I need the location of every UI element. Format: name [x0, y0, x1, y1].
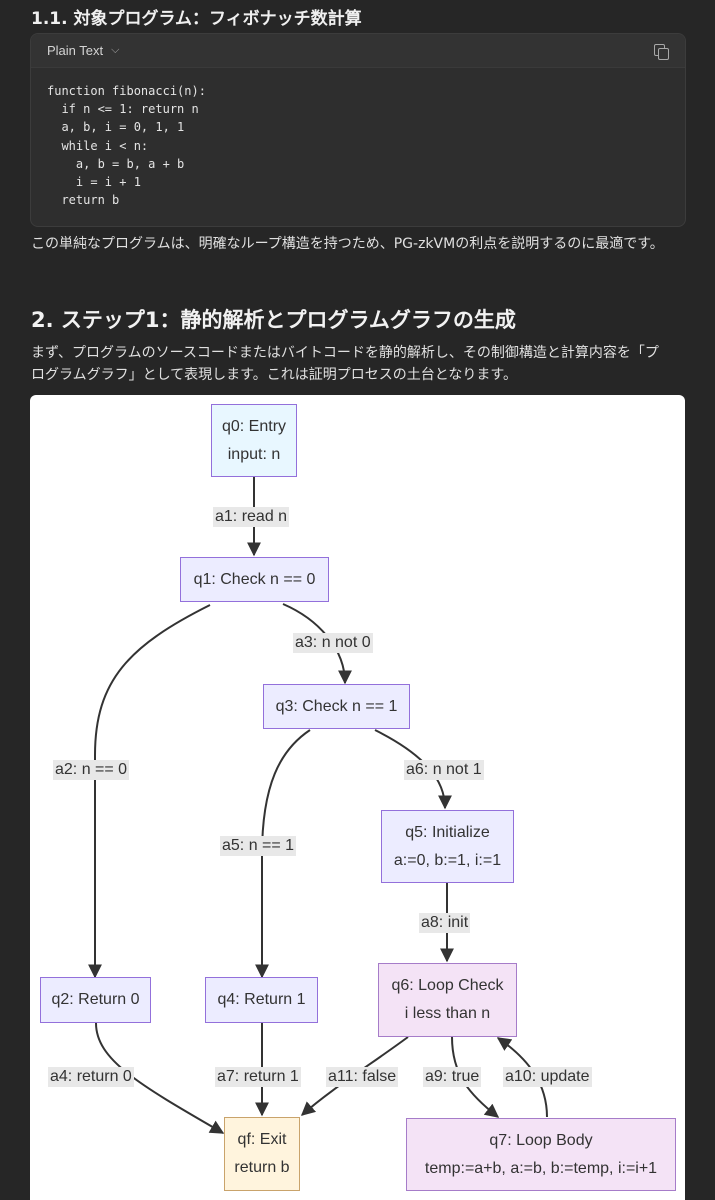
node-q3: q3: Check n == 1: [263, 684, 410, 729]
node-q6: q6: Loop Check i less than n: [378, 963, 517, 1037]
edge-label-a3: a3: n not 0: [293, 633, 373, 653]
node-q5-line2: a:=0, b:=1, i:=1: [393, 851, 502, 869]
section-title-2: 2. ステップ1：静的解析とプログラムグラフの生成: [31, 308, 516, 332]
copy-icon[interactable]: [653, 43, 669, 60]
edge-label-a7: a7: return 1: [215, 1067, 301, 1087]
node-qf-exit: qf: Exit return b: [224, 1117, 300, 1191]
node-qf-line2: return b: [234, 1159, 290, 1176]
intro-paragraph: この単純なプログラムは、明確なループ構造を持つため、PG-zkVMの利点を説明す…: [31, 236, 664, 252]
node-q7-line2: temp:=a+b, a:=b, b:=temp, i:=i+1: [424, 1159, 658, 1177]
node-q0-line1: q0: Entry: [221, 417, 287, 435]
node-q1-line1: q1: Check n == 0: [193, 570, 316, 588]
node-q2-line1: q2: Return 0: [51, 991, 140, 1008]
language-label: Plain Text: [47, 43, 104, 58]
node-q0-line2: input: n: [227, 445, 281, 463]
node-q5: q5: Initialize a:=0, b:=1, i:=1: [381, 810, 514, 883]
edge-a2: [88, 604, 211, 979]
node-q3-line1: q3: Check n == 1: [275, 697, 398, 715]
edge-label-a6: a6: n not 1: [404, 760, 484, 780]
edge-label-a5: a5: n == 1: [220, 836, 297, 856]
chevron-down-icon: ⌵: [111, 44, 120, 56]
edge-label-a2: a2: n == 0: [53, 760, 130, 780]
program-graph-diagram: q0: Entry input: n q1: Check n == 0 q3: …: [30, 395, 685, 1200]
node-q6-line1: q6: Loop Check: [391, 977, 504, 994]
edge-label-a8: a8: init: [419, 913, 471, 933]
node-qf-line1: qf: Exit: [237, 1131, 287, 1148]
node-q4-line1: q4: Return 1: [217, 991, 306, 1008]
code-content: function fibonacci(n): if n <= 1: return…: [47, 84, 206, 208]
node-q7: q7: Loop Body temp:=a+b, a:=b, b:=temp, …: [406, 1118, 676, 1191]
language-selector[interactable]: Plain Text ⌵: [47, 43, 119, 58]
node-q2: q2: Return 0: [40, 977, 151, 1023]
node-q7-line1: q7: Loop Body: [489, 1131, 593, 1149]
section-title-1-1: 1.1. 対象プログラム：フィボナッチ数計算: [31, 9, 362, 29]
code-block: Plain Text ⌵ function fibonacci(n): if n…: [30, 33, 686, 227]
edge-label-a11: a11: false: [326, 1067, 399, 1087]
node-q0-entry: q0: Entry input: n: [211, 404, 297, 477]
node-q5-line1: q5: Initialize: [405, 823, 490, 841]
node-q4: q4: Return 1: [205, 977, 318, 1023]
section-2-paragraph: まず、プログラムのソースコードまたはバイトコードを静的解析し、その制御構造と計算…: [31, 345, 659, 383]
edge-label-a4: a4: return 0: [48, 1067, 134, 1087]
edge-label-a9: a9: true: [423, 1067, 482, 1087]
edge-label-a10: a10: update: [503, 1067, 592, 1087]
code-block-header: Plain Text ⌵: [31, 34, 685, 68]
node-q1: q1: Check n == 0: [180, 557, 329, 602]
node-q6-line2: i less than n: [404, 1005, 491, 1022]
edge-label-a1: a1: read n: [213, 507, 290, 527]
